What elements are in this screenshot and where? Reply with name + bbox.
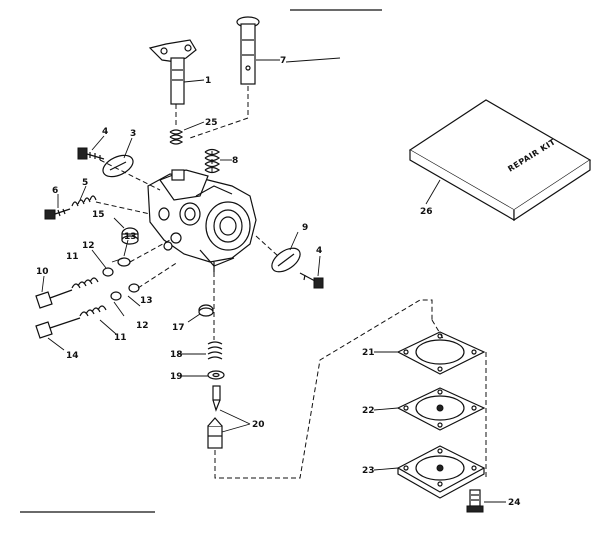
callout-22: 22 (362, 406, 375, 416)
part-19-washer (207, 370, 225, 380)
part-1-throttle-shaft (148, 39, 197, 105)
callout-13-upper: 13 (124, 232, 137, 242)
callout-4-upper: 4 (102, 127, 108, 137)
carburetor-body (147, 169, 257, 272)
callout-11-lower: 11 (114, 333, 127, 343)
callout-3: 3 (130, 129, 136, 139)
callout-24: 24 (508, 498, 521, 508)
part-7-choke-shaft (236, 16, 260, 85)
part-15-plug (121, 227, 139, 245)
leader-lines (41, 57, 506, 503)
callout-12-upper: 12 (82, 241, 95, 251)
part-26-repair-kit: REPAIR KIT (408, 99, 592, 222)
callout-8: 8 (232, 156, 238, 166)
part-9-choke-plate (271, 247, 301, 273)
part-22-diaphragm (396, 387, 486, 431)
callout-23: 23 (362, 466, 375, 476)
callout-12-lower: 12 (136, 321, 149, 331)
part-4-screw-upper (77, 147, 105, 160)
callout-20: 20 (252, 420, 265, 430)
callout-9: 9 (302, 223, 308, 233)
part-17-plug (198, 304, 214, 317)
callout-11-upper: 11 (66, 252, 79, 262)
callout-13-lower: 13 (140, 296, 153, 306)
part-8-choke-spring (204, 148, 221, 174)
lower-needle-assembly (35, 283, 140, 339)
callout-17: 17 (172, 323, 185, 333)
part-25-spring (169, 129, 184, 145)
callout-15: 15 (92, 210, 105, 220)
assembly-guide-lines (95, 86, 487, 480)
callout-7: 7 (280, 56, 286, 66)
callout-1: 1 (205, 76, 211, 86)
callout-labels: 1 7 25 8 4 3 5 6 15 13 12 11 10 13 12 11… (36, 56, 521, 508)
callout-26: 26 (420, 207, 433, 217)
part-3-throttle-plate (102, 154, 134, 178)
callout-10: 10 (36, 267, 49, 277)
part-24-screw (466, 489, 484, 513)
callout-21: 21 (362, 348, 375, 358)
part-4-screw-lower (299, 272, 324, 289)
part-5-spring (71, 195, 97, 207)
part-21-gasket (396, 331, 486, 375)
part-18-spring (207, 341, 223, 360)
callout-25: 25 (205, 118, 218, 128)
callout-14: 14 (66, 351, 79, 361)
part-6-idle-screw (44, 208, 71, 220)
callout-5: 5 (82, 178, 88, 188)
callout-4-lower: 4 (316, 246, 322, 256)
part-23-cover (396, 445, 486, 499)
callout-18: 18 (170, 350, 183, 360)
callout-6: 6 (52, 186, 58, 196)
callout-19: 19 (170, 372, 183, 382)
part-20-needle-seat (207, 385, 223, 449)
